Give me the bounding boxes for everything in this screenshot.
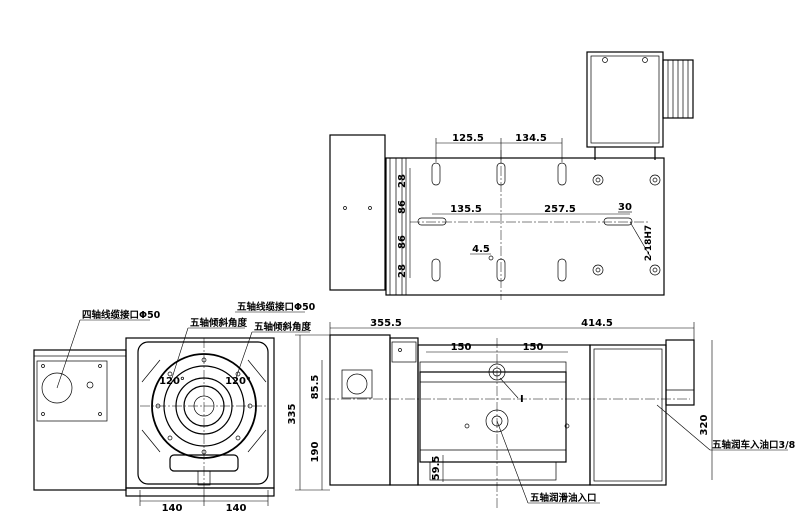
angle-right: 120° — [225, 376, 251, 387]
dim-140-right: 140 — [226, 503, 247, 514]
dim-86-top: 86 — [397, 200, 408, 214]
dim-59-5: 59.5 — [431, 456, 442, 481]
label-detail-i: I — [520, 394, 524, 405]
dim-335: 335 — [287, 404, 298, 425]
side-upright — [389, 337, 419, 486]
label-tilt-b: 五轴倾斜角度 — [254, 321, 312, 333]
dim-257-5: 257.5 — [544, 204, 576, 215]
dim-125-5: 125.5 — [452, 133, 484, 144]
dim-355-5: 355.5 — [370, 318, 402, 329]
cable-port-5axis — [341, 369, 373, 399]
label-5axis-cable: 五轴线缆接口Φ50 — [237, 301, 316, 313]
slot-hole — [557, 162, 567, 186]
center-slot — [603, 217, 633, 226]
side-motor — [589, 344, 667, 486]
dim-140-left: 140 — [162, 503, 183, 514]
dim-28-bottom: 28 — [397, 264, 408, 278]
dim-150-right: 150 — [523, 342, 544, 353]
main-plate — [385, 157, 665, 296]
side-body — [417, 344, 591, 486]
angle-left: 120° — [159, 376, 185, 387]
slot-spec: 2-18H7 — [644, 225, 654, 261]
left-block — [329, 134, 386, 291]
label-lub-inlet: 五轴润车入油口3/8 — [712, 439, 796, 451]
center-slot — [417, 217, 447, 226]
left-view: 四轴线缆接口Φ50 五轴线缆接口Φ50 五轴倾斜角度 五轴倾斜角度 120° 1… — [33, 301, 316, 514]
dim-4-5: 4.5 — [472, 244, 490, 255]
slot-hole — [431, 162, 441, 186]
rotary-face — [137, 341, 269, 485]
slot-hole — [557, 258, 567, 282]
dim-414-5: 414.5 — [581, 318, 613, 329]
side-left-block — [329, 334, 391, 486]
dim-86-bottom: 86 — [397, 235, 408, 249]
dim-190: 190 — [310, 442, 321, 463]
base-foot — [125, 487, 275, 497]
label-oil-inlet: 五轴润滑油入口 — [530, 492, 597, 504]
label-tilt-a: 五轴倾斜角度 — [190, 317, 248, 329]
dim-150-left: 150 — [451, 342, 472, 353]
motor-housing — [586, 51, 664, 148]
left-base-block — [33, 349, 127, 491]
motor-housing-inner — [590, 55, 660, 144]
label-4axis-cable: 四轴线缆接口Φ50 — [82, 309, 161, 321]
dim-134-5: 134.5 — [515, 133, 547, 144]
right-view: 355.5 414.5 150 150 335 190 85.5 59.5 32… — [287, 318, 796, 510]
side-drum — [419, 371, 567, 463]
cable-plate — [36, 360, 108, 422]
top-view: 125.5 134.5 135.5 257.5 30 4.5 28 86 86 … — [329, 51, 694, 300]
slot-hole — [431, 258, 441, 282]
rotary-housing — [125, 337, 275, 489]
dim-28-top: 28 — [397, 174, 408, 188]
side-motor-cap — [665, 339, 695, 406]
dim-85-5: 85.5 — [310, 375, 321, 400]
cable-port-4axis — [41, 372, 73, 404]
dim-135-5: 135.5 — [450, 204, 482, 215]
dim-30: 30 — [618, 202, 632, 213]
dim-320: 320 — [699, 415, 710, 436]
